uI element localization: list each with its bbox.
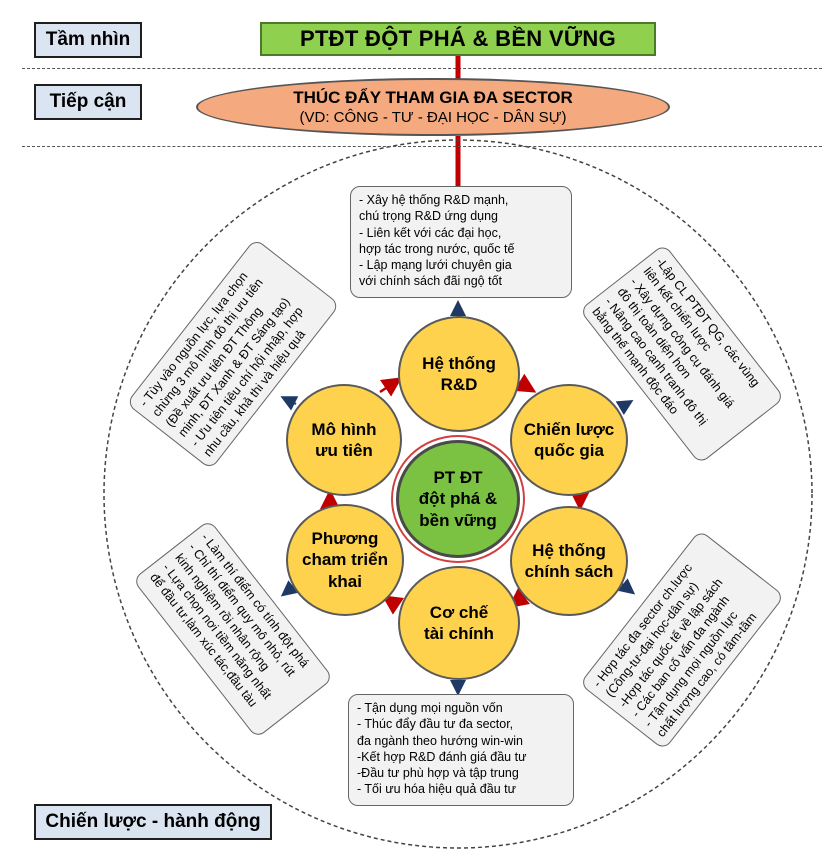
box-finance-line: - Tối ưu hóa hiệu quả đầu tư: [357, 782, 516, 797]
box-finance-line: - Tận dụng mọi nguồn vốn: [357, 701, 503, 715]
approach-title: THÚC ĐẨY THAM GIA ĐA SECTOR: [293, 88, 573, 107]
box-rd-line: - Liên kết với các đại học,: [359, 225, 502, 240]
arrow-strategy-box: [615, 399, 634, 416]
box-finance-line: đa ngành theo hướng win-win: [357, 733, 523, 748]
node-finance-mechanism: Cơ chế tài chính: [398, 566, 520, 680]
outer-ring: [103, 139, 813, 849]
approach-ellipse: THÚC ĐẨY THAM GIA ĐA SECTOR (VD: CÔNG - …: [196, 78, 670, 136]
box-finance-line: -Đầu tư phù hợp và tập trung: [357, 766, 519, 780]
box-rd-line: chú trọng R&D ứng dụng: [359, 209, 499, 224]
node-priority-model: Mô hình ưu tiên: [286, 384, 402, 496]
box-finance: - Tận dụng mọi nguồn vốn - Thúc đẩy đầu …: [348, 694, 574, 806]
vision-title: PTĐT ĐỘT PHÁ & BỀN VỮNG: [260, 22, 656, 56]
box-rd-line: với chính sách đãi ngộ tốt: [359, 274, 503, 289]
arrow-policy-box: [617, 578, 636, 595]
box-finance-line: -Kết hợp R&D đánh giá đầu tư: [357, 749, 527, 764]
box-rd-line: - Xây hệ thống R&D mạnh,: [359, 193, 509, 207]
box-rd-line: hợp tác trong nước, quốc tế: [359, 241, 515, 256]
arrow-priority-box: [280, 396, 299, 411]
node-policy-system: Hệ thống chính sách: [510, 506, 628, 616]
box-rd: - Xây hệ thống R&D mạnh, chú trọng R&D ứ…: [350, 186, 572, 298]
node-national-strategy: Chiến lược quốc gia: [510, 384, 628, 496]
separator-top: [22, 68, 822, 69]
strategy-action-label: Chiến lược - hành động: [34, 804, 272, 840]
approach-label: Tiếp cận: [34, 84, 142, 120]
vision-label: Tầm nhìn: [34, 22, 142, 58]
arrow-priority-rd: [379, 377, 403, 397]
node-deployment: Phương cham triển khai: [286, 504, 404, 616]
arrow-finance-deployment: [381, 595, 405, 615]
node-rd-system: Hệ thống R&D: [398, 316, 520, 432]
box-rd-line: - Lập mạng lưới chuyên gia: [359, 258, 512, 272]
center-node: PT ĐT đột phá & bền vững: [396, 440, 520, 558]
approach-subtitle: (VD: CÔNG - TƯ - ĐẠI HỌC - DÂN SỰ): [299, 109, 567, 126]
box-finance-line: - Thúc đẩy đầu tư đa sector,: [357, 717, 514, 732]
separator-bottom: [22, 146, 822, 147]
arrow-deployment-box: [280, 580, 299, 597]
